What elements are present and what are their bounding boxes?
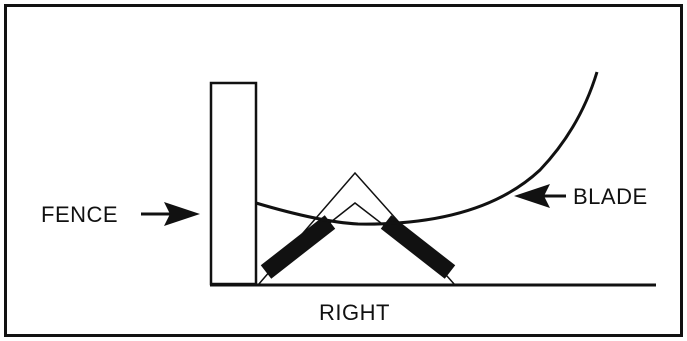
fence-arrow-icon [141, 202, 200, 226]
workpiece-left-leg [260, 215, 336, 279]
workpiece-outline [257, 171, 456, 286]
fence-label: FENCE [41, 202, 118, 227]
fence [209, 81, 258, 286]
workpiece-right-leg [380, 215, 456, 279]
blade-arrow-icon [514, 184, 566, 208]
right-label: RIGHT [319, 300, 390, 325]
blade-label: BLADE [573, 184, 648, 209]
frame-border [4, 4, 683, 337]
blade-arc [255, 71, 599, 226]
